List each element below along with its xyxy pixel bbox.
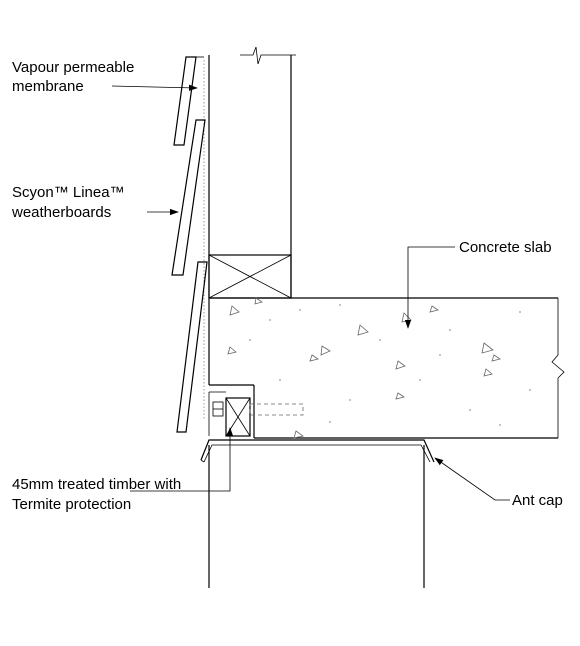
leaders xyxy=(111,84,510,501)
concrete-slab xyxy=(208,297,565,439)
concrete-aggregate xyxy=(227,297,531,439)
label-timber-line2: Termite protection xyxy=(12,496,131,513)
label-scyon-line1: Scyon™ Linea™ xyxy=(12,184,125,201)
foundation-wall xyxy=(208,445,425,588)
label-ant-cap: Ant cap xyxy=(512,492,563,509)
label-vapour-line1: Vapour permeable xyxy=(12,59,134,76)
label-concrete-slab: Concrete slab xyxy=(459,239,552,256)
wall-frame xyxy=(208,46,296,299)
ant-cap xyxy=(200,439,435,463)
label-timber-line1: 45mm treated timber with xyxy=(12,476,181,493)
label-vapour-line2: membrane xyxy=(12,78,84,95)
labels: Vapour permeable membrane Scyon™ Linea™ … xyxy=(11,59,563,513)
label-scyon-line2: weatherboards xyxy=(11,204,111,221)
timber-block xyxy=(208,391,304,437)
weatherboards xyxy=(171,56,208,433)
